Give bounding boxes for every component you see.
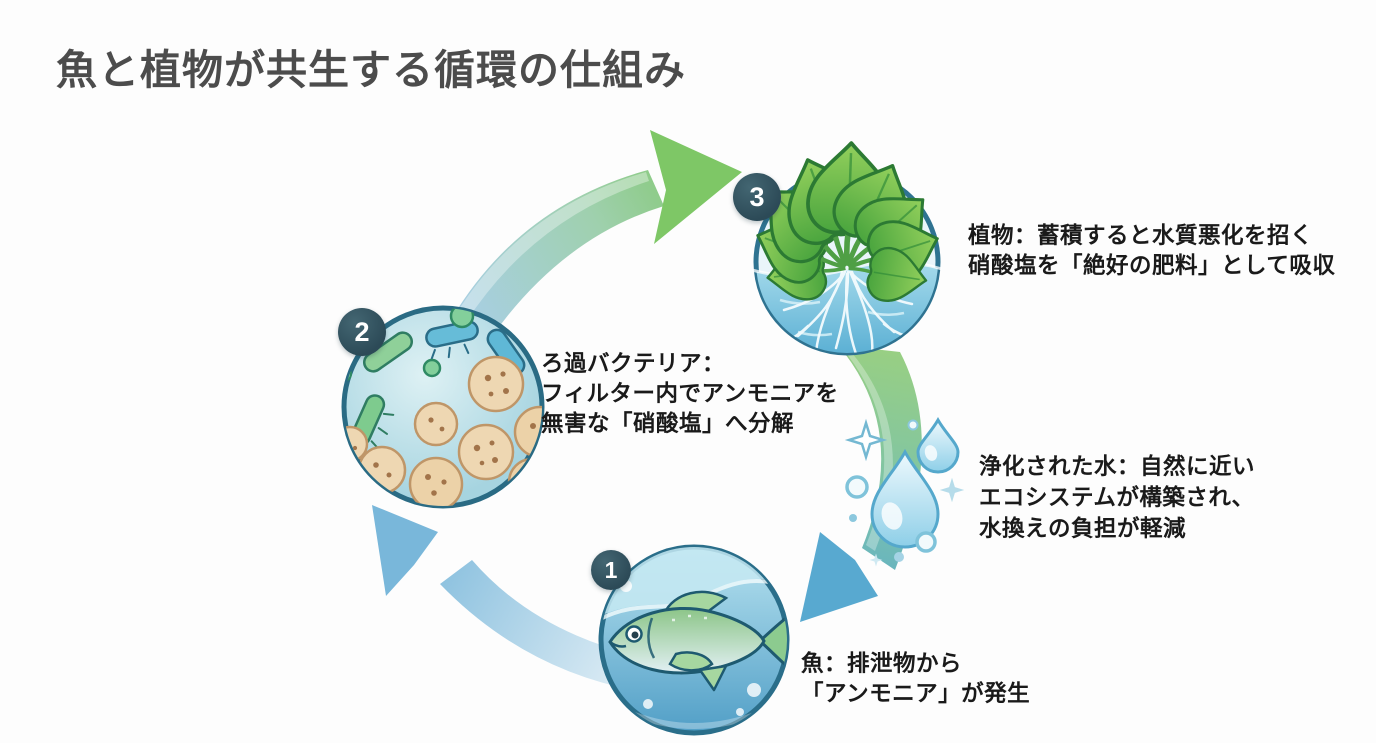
plant-label-line: 硝酸塩を「絶好の肥料」として吸収 [968, 253, 1336, 278]
fish-label-line: 「アンモニア」が発生 [801, 681, 1031, 706]
bacteria-label: ろ過バクテリア： フィルター内でアンモニアを 無害な「硝酸塩」へ分解 [541, 349, 839, 439]
bacteria-label-line: ろ過バクテリア： [541, 351, 726, 376]
sparkle-icon [939, 477, 965, 503]
small-droplet [916, 416, 960, 474]
bacteria-label-line: フィルター内でアンモニアを [541, 381, 839, 406]
fish-label: 魚：排泄物から 「アンモニア」が発生 [801, 649, 1030, 709]
bacteria-label-line: 無害な「硝酸塩」へ分解 [541, 411, 795, 436]
purified-water-label: 浄化された水：自然に近い エコシステムが構築され、 水換えの負担が軽減 [979, 451, 1255, 544]
plant-in-water-icon [745, 142, 947, 356]
fish-label-line: 魚：排泄物から [801, 651, 963, 676]
plant-label: 植物：蓄積すると水質悪化を招く 硝酸塩を「絶好の肥料」として吸収 [968, 221, 1335, 281]
water-label-line: 水換えの負担が軽減 [979, 516, 1187, 541]
water-label-line: 浄化された水：自然に近い [979, 454, 1256, 479]
plant-label-line: 植物：蓄積すると水質悪化を招く [968, 223, 1314, 248]
fish-icon [608, 590, 787, 692]
page-title: 魚と植物が共生する循環の仕組み [56, 47, 686, 93]
water-label-line: エコシステムが構築され、 [979, 485, 1255, 510]
step-badge-1: 1 [591, 550, 631, 590]
sparkle-icon [847, 421, 885, 459]
fish-bowl-icon [598, 544, 790, 736]
step-badge-2: 2 [338, 308, 386, 356]
arrow-fish-to-bacteria [372, 505, 648, 692]
step-badge-3: 3 [733, 173, 781, 221]
arrow-bacteria-to-plant [452, 130, 742, 342]
water-droplets-icon [845, 416, 965, 567]
